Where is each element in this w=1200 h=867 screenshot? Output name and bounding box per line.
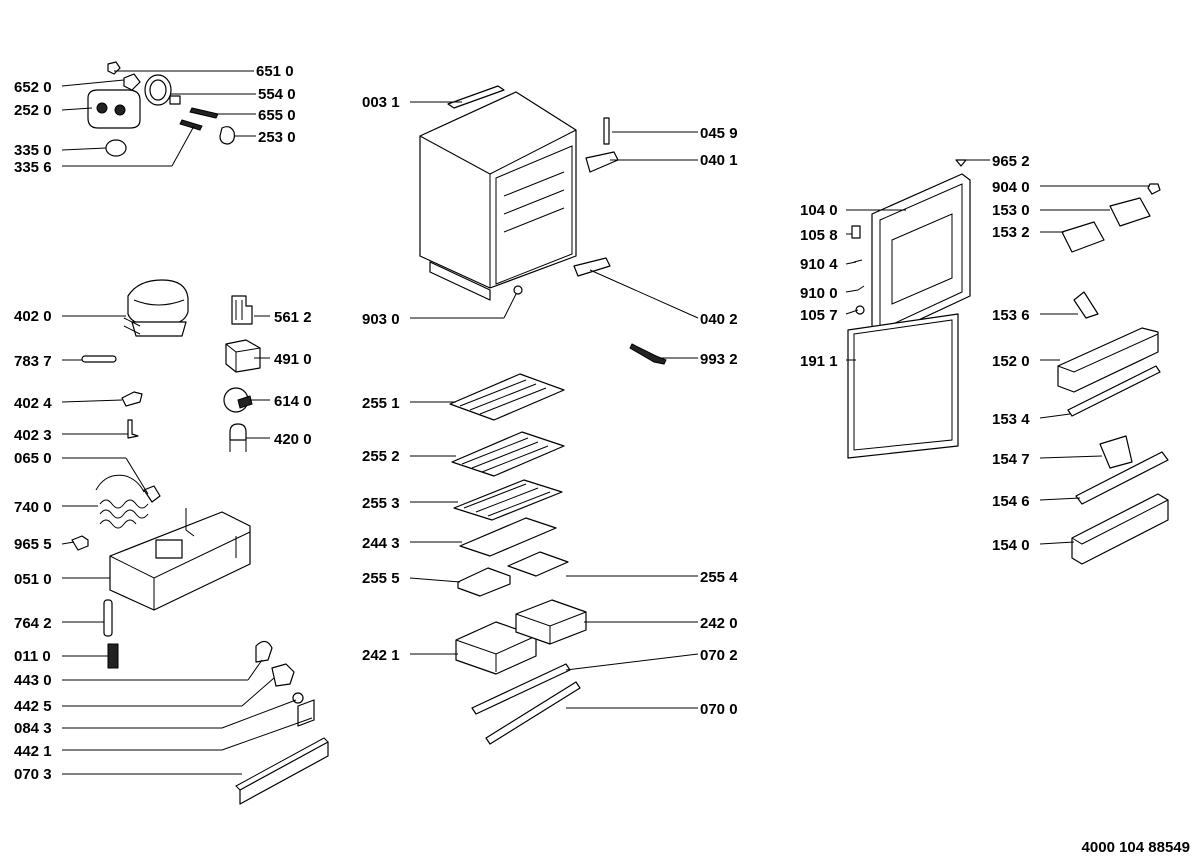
label-652-0: 652 0	[14, 79, 52, 96]
control-panel-group	[235, 640, 329, 805]
label-105-8: 105 8	[800, 227, 838, 244]
label-965-5: 965 5	[14, 536, 52, 553]
label-070-2: 070 2	[700, 647, 738, 664]
label-255-2: 255 2	[362, 448, 400, 465]
door-shelves-group	[1057, 197, 1169, 565]
label-191-1: 191 1	[800, 353, 838, 370]
machine-compartment-group	[71, 474, 251, 669]
label-040-1: 040 1	[700, 152, 738, 169]
label-105-7: 105 7	[800, 307, 838, 324]
label-242-0: 242 0	[700, 615, 738, 632]
label-561-2: 561 2	[274, 309, 312, 326]
label-402-0: 402 0	[14, 308, 52, 325]
document-number: 4000 104 88549	[1082, 839, 1190, 856]
leader-lines	[61, 70, 1150, 775]
label-443-0: 443 0	[14, 672, 52, 689]
label-442-5: 442 5	[14, 698, 52, 715]
thermostat-group	[87, 61, 235, 167]
label-104-0: 104 0	[800, 202, 838, 219]
label-335-6: 335 6	[14, 159, 52, 176]
label-084-3: 084 3	[14, 720, 52, 737]
label-242-1: 242 1	[362, 647, 400, 664]
label-402-3: 402 3	[14, 427, 52, 444]
label-255-4: 255 4	[700, 569, 738, 586]
label-614-0: 614 0	[274, 393, 312, 410]
label-011-0: 011 0	[14, 648, 51, 665]
label-153-4: 153 4	[992, 411, 1030, 428]
label-051-0: 051 0	[14, 571, 52, 588]
label-154-7: 154 7	[992, 451, 1030, 468]
label-402-4: 402 4	[14, 395, 52, 412]
label-065-0: 065 0	[14, 450, 52, 467]
label-244-3: 244 3	[362, 535, 400, 552]
label-651-0: 651 0	[256, 63, 294, 80]
label-154-0: 154 0	[992, 537, 1030, 554]
cabinet-group	[419, 85, 667, 365]
label-070-3: 070 3	[14, 766, 52, 783]
label-420-0: 420 0	[274, 431, 312, 448]
label-904-0: 904 0	[992, 179, 1030, 196]
compressor-group	[81, 279, 261, 452]
label-253-0: 253 0	[258, 129, 296, 146]
label-903-0: 903 0	[362, 311, 400, 328]
label-910-0: 910 0	[800, 285, 838, 302]
label-491-0: 491 0	[274, 351, 312, 368]
label-764-2: 764 2	[14, 615, 52, 632]
label-335-0: 335 0	[14, 142, 52, 159]
label-965-2: 965 2	[992, 153, 1030, 170]
label-154-6: 154 6	[992, 493, 1030, 510]
label-153-6: 153 6	[992, 307, 1030, 324]
label-255-5: 255 5	[362, 570, 400, 587]
part-labels: 651 0 652 0 554 0 252 0 655 0 253 0 335 …	[14, 63, 1190, 856]
label-152-0: 152 0	[992, 353, 1030, 370]
label-910-4: 910 4	[800, 256, 838, 273]
label-045-9: 045 9	[700, 125, 738, 142]
label-554-0: 554 0	[258, 86, 296, 103]
label-040-2: 040 2	[700, 311, 738, 328]
label-783-7: 783 7	[14, 353, 52, 370]
door-group	[847, 159, 1161, 459]
label-442-1: 442 1	[14, 743, 52, 760]
label-153-0: 153 0	[992, 202, 1030, 219]
label-655-0: 655 0	[258, 107, 296, 124]
label-153-2: 153 2	[992, 224, 1030, 241]
shelves-group	[449, 373, 587, 745]
label-740-0: 740 0	[14, 499, 52, 516]
label-252-0: 252 0	[14, 102, 52, 119]
label-255-1: 255 1	[362, 395, 400, 412]
label-003-1: 003 1	[362, 94, 400, 111]
label-070-0: 070 0	[700, 701, 738, 718]
label-993-2: 993 2	[700, 351, 738, 368]
label-255-3: 255 3	[362, 495, 400, 512]
